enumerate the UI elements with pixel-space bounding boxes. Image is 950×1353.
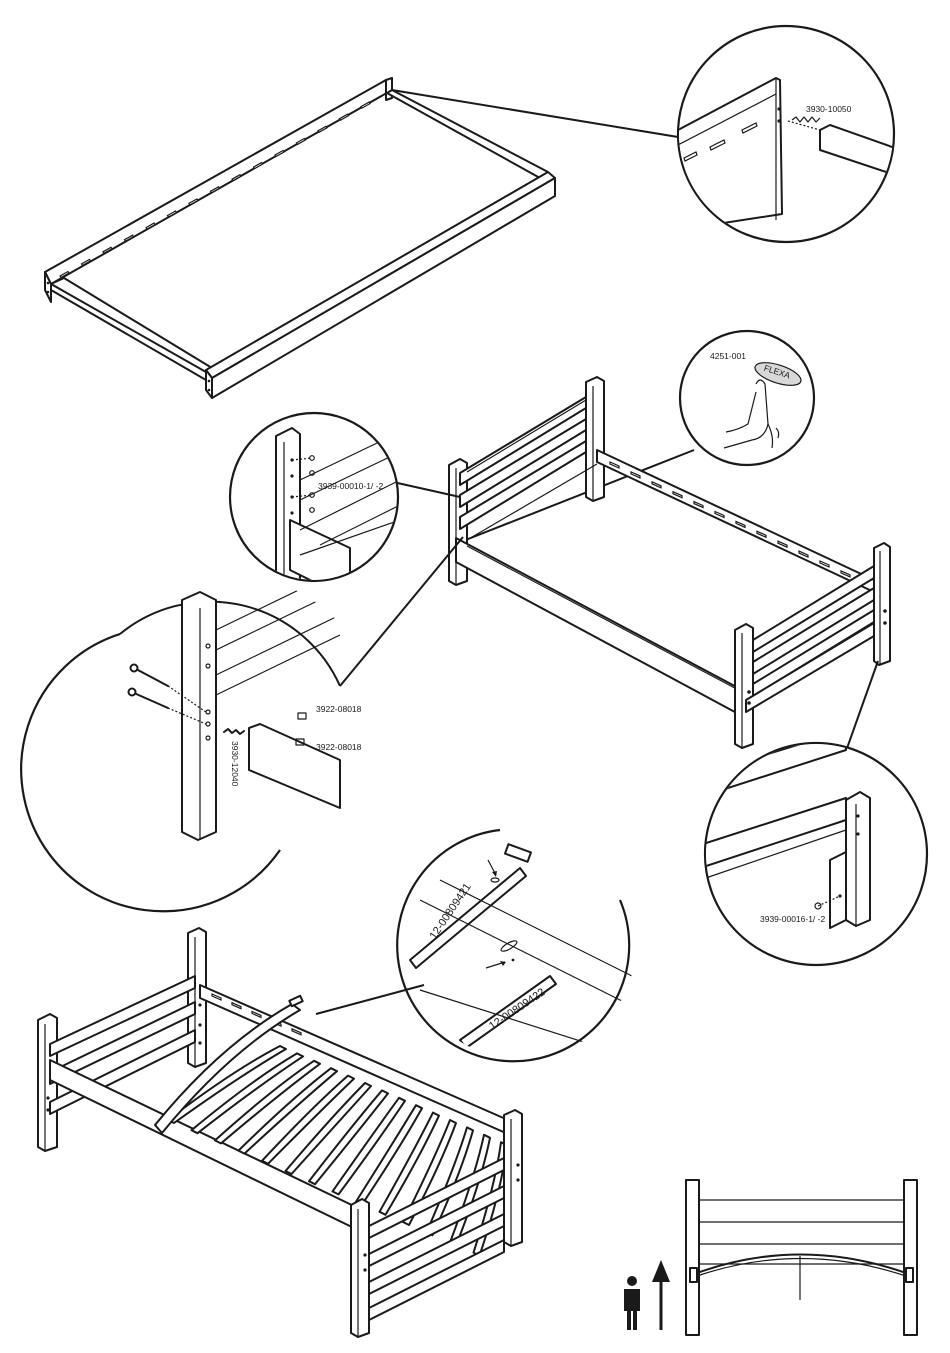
part-label-3922-08018-b: 3922-08018 bbox=[316, 742, 362, 752]
person-icon bbox=[624, 1276, 640, 1330]
part-label-4251-001: 4251-001 bbox=[710, 351, 746, 361]
arrow-up-icon bbox=[652, 1260, 670, 1330]
frame-back-rail bbox=[45, 80, 392, 284]
bed-frame-step1 bbox=[45, 78, 678, 398]
detail-flexa-logo: 4251-001 FLEXA bbox=[463, 331, 814, 541]
frame-left-rail bbox=[51, 278, 212, 374]
foot-post-front bbox=[735, 624, 753, 748]
part-label-3930-10050: 3930-10050 bbox=[806, 104, 852, 114]
part-label-3922-08018-a: 3922-08018 bbox=[316, 704, 362, 714]
detail-screw-rail: 3930-10050 bbox=[678, 26, 895, 242]
orient-right-post bbox=[904, 1180, 917, 1335]
detail-headboard-screws: 3939-00010-1/ -2 bbox=[230, 413, 400, 608]
head-post-back bbox=[586, 377, 604, 501]
part-label-3930-12040: 3930-12040 bbox=[230, 741, 240, 787]
part-label-3939-00010: 3939-00010-1/ -2 bbox=[318, 481, 383, 491]
rail-slots bbox=[60, 102, 370, 277]
frame-front-rail bbox=[206, 172, 555, 378]
orient-left-post bbox=[686, 1180, 699, 1335]
detail-footpost-screw: 3939-00016-1/ -2 bbox=[700, 730, 927, 965]
bed-assembled-step2 bbox=[340, 377, 890, 768]
detail-post-bolts: 3922-08018 3922-08018 3930-12040 bbox=[21, 570, 361, 911]
detail-slats: 12-00809421 12-00809422 bbox=[316, 830, 640, 1061]
slat-orientation-diagram bbox=[686, 1180, 917, 1335]
foot-post-back bbox=[874, 543, 890, 665]
part-label-3939-00016: 3939-00016-1/ -2 bbox=[760, 914, 825, 924]
side-rail-front bbox=[456, 538, 746, 718]
